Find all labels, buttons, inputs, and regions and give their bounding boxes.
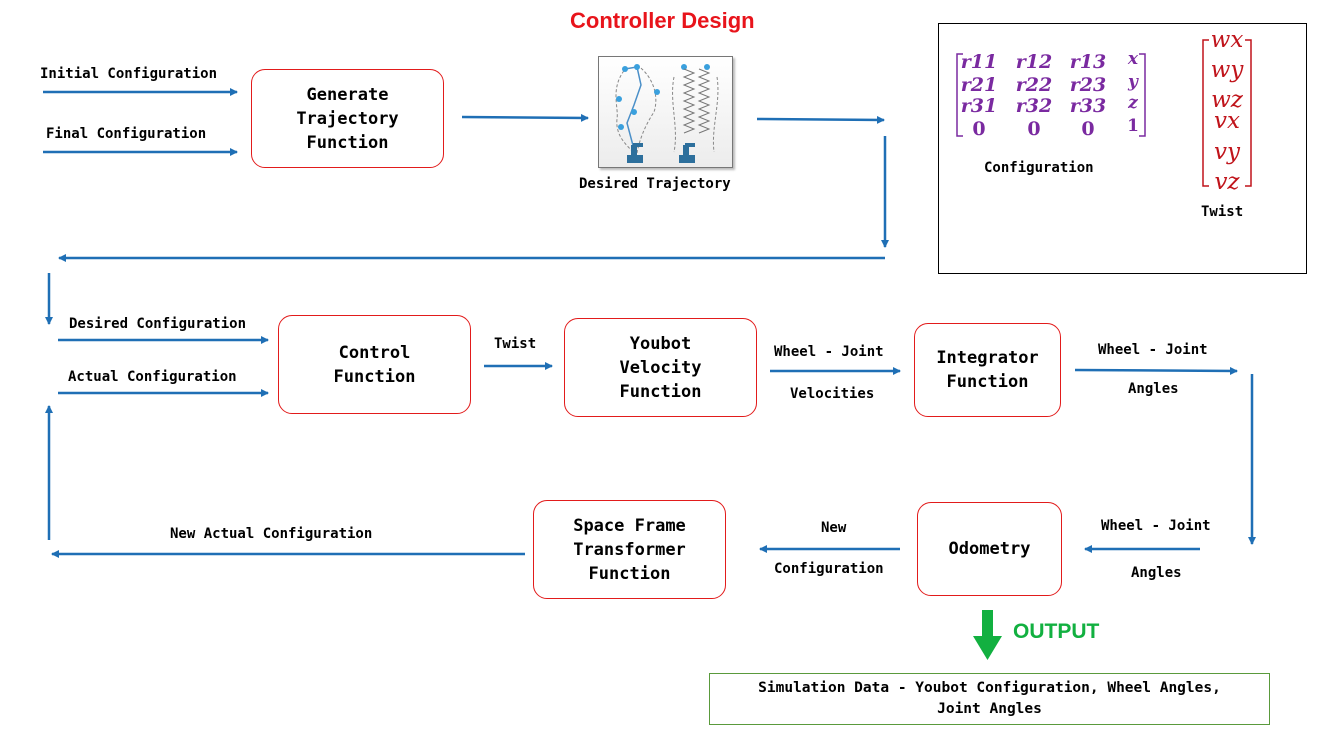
label-angles-bottom: Angles [1131,565,1182,581]
matrix-cell: r13 [1069,51,1107,73]
label-configuration: Configuration [774,561,884,577]
label-new-actual-configuration: New Actual Configuration [170,526,373,542]
twist-caption: Twist [1201,204,1244,220]
matrix-cell: r12 [1015,51,1053,73]
arrow-trajectory-to-image [461,113,589,122]
desired-trajectory-caption: Desired Trajectory [579,176,731,192]
youbot-velocity-box: Youbot Velocity Function [564,318,757,417]
twist-entry: wz [1211,87,1243,113]
matrix-cell: r33 [1069,95,1107,117]
arrow-wheel-joint-angles-1 [1074,366,1238,375]
twist-entry: wy [1210,57,1244,83]
robot-trajectory-illustration [615,64,719,163]
simulation-data-box: Simulation Data - Youbot Configuration, … [709,673,1270,725]
twist-entry: wx [1210,27,1244,53]
matrix-cell: r31 [960,95,998,117]
twist-entry: vz [1214,169,1240,195]
label-actual-configuration: Actual Configuration [68,369,237,385]
label-twist: Twist [494,336,537,352]
matrix-cell: r11 [960,51,998,73]
diagram-title: Controller Design [570,8,755,33]
matrix-cell: 1 [1127,116,1139,136]
matrix-cell: z [1128,93,1138,113]
matrix-cell: r22 [1015,74,1053,96]
generate-trajectory-box: Generate Trajectory Function [251,69,444,168]
matrix-caption: Configuration [984,160,1094,176]
matrix-cell: 0 [1081,118,1095,140]
integrator-function-box: Integrator Function [914,323,1061,417]
matrix-cell: 0 [1027,118,1041,140]
matrix-cell: r23 [1069,74,1107,96]
output-arrow [973,610,1002,660]
label-initial-configuration: Initial Configuration [40,66,218,82]
matrix-cell: y [1128,72,1138,92]
matrix-cell: r21 [960,74,998,96]
label-final-configuration: Final Configuration [46,126,207,142]
control-function-box: Control Function [278,315,471,414]
label-wheel-joint-angles-bottom: Wheel - Joint [1101,518,1211,534]
desired-trajectory-image [598,56,733,168]
odometry-box: Odometry [917,502,1062,596]
label-velocities: Velocities [790,386,875,402]
label-new: New [821,520,847,536]
label-wheel-joint-velocities-top: Wheel - Joint [774,344,884,360]
matrix-cell: r32 [1015,95,1053,117]
matrix-cell: x [1127,49,1139,69]
space-frame-transformer-box: Space Frame Transformer Function [533,500,726,599]
legend-box: r11 r12 r13 x r21 r22 r23 y r31 r32 r33 … [938,23,1307,274]
matrix-cell: 0 [972,118,986,140]
label-wheel-joint-angles-top: Wheel - Joint [1098,342,1208,358]
arrow-image-to-right [756,115,885,124]
label-desired-configuration: Desired Configuration [69,316,247,332]
twist-entry: vx [1214,108,1240,134]
output-label: OUTPUT [1013,620,1100,643]
twist-entry: vy [1214,139,1240,165]
matrix-brackets [956,39,1252,187]
label-angles-top: Angles [1128,381,1179,397]
